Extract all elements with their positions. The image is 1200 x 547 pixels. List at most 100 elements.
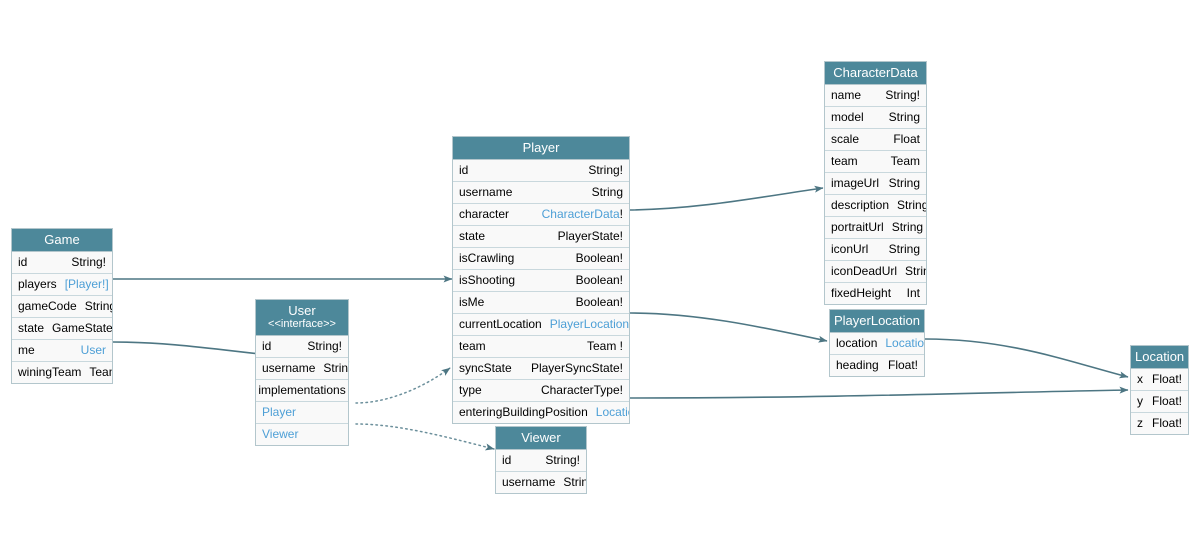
field-name: me [18, 343, 35, 357]
field-type: PlayerState! [557, 229, 623, 243]
field-type: Boolean! [575, 295, 623, 309]
entity-user[interactable]: User <<interface>> id String! username S… [255, 299, 349, 446]
entity-characterdata-title: CharacterData [825, 62, 926, 85]
entity-user-stereotype: <<interface>> [268, 318, 336, 330]
field-type: String! [71, 255, 106, 269]
field-name: location [836, 336, 878, 350]
field-type-ref: CharacterData [541, 207, 620, 221]
entity-location[interactable]: Location x Float! y Float! z Float! [1130, 345, 1189, 435]
field-type: String [891, 220, 924, 234]
table-row[interactable]: enteringBuildingPosition Location [453, 402, 629, 423]
edge-user-implements-player [355, 367, 451, 404]
edge-playerlocation-location-to-location [924, 338, 1129, 379]
table-row[interactable]: currentLocation PlayerLocation! [453, 314, 629, 336]
field-name: state [18, 321, 45, 335]
field-type: Float! [1151, 372, 1182, 386]
table-row[interactable]: username String [453, 182, 629, 204]
table-row[interactable]: iconUrl String [825, 239, 926, 261]
field-type: String! [885, 88, 920, 102]
table-row[interactable]: players [Player!] [12, 274, 112, 296]
entity-viewer[interactable]: Viewer id String! username String [495, 426, 587, 494]
field-type: PlayerSyncState! [530, 361, 623, 375]
table-row[interactable]: id String! [12, 252, 112, 274]
table-row[interactable]: isCrawling Boolean! [453, 248, 629, 270]
field-type: Boolean! [575, 251, 623, 265]
table-row[interactable]: isShooting Boolean! [453, 270, 629, 292]
field-name: y [1137, 394, 1143, 408]
field-name: id [262, 339, 272, 353]
table-row[interactable]: isMe Boolean! [453, 292, 629, 314]
field-name: iconUrl [831, 242, 869, 256]
field-type: String [888, 110, 920, 124]
table-row[interactable]: description String [825, 195, 926, 217]
table-row[interactable]: id String! [453, 160, 629, 182]
table-row[interactable]: me User [12, 340, 112, 362]
table-row[interactable]: winingTeam Team [12, 362, 112, 383]
table-row[interactable]: fixedHeight Int [825, 283, 926, 304]
table-row[interactable]: model String [825, 107, 926, 129]
table-row[interactable]: team Team [825, 151, 926, 173]
field-name: username [459, 185, 513, 199]
table-row[interactable]: id String! [256, 336, 348, 358]
implementation-player[interactable]: Player [256, 402, 348, 424]
table-row[interactable]: username String [256, 358, 348, 380]
edge-user-implements-viewer [355, 423, 495, 451]
implementation-viewer[interactable]: Viewer [256, 424, 348, 445]
table-row[interactable]: state GameState! [12, 318, 112, 340]
field-name: isShooting [459, 273, 516, 287]
table-row[interactable]: heading Float! [830, 355, 924, 376]
table-row[interactable]: character CharacterData! [453, 204, 629, 226]
field-type: CharacterType! [540, 383, 623, 397]
table-row[interactable]: imageUrl String [825, 173, 926, 195]
table-row[interactable]: id String! [496, 450, 586, 472]
table-row[interactable]: type CharacterType! [453, 380, 629, 402]
field-type: String [591, 185, 623, 199]
table-row[interactable]: portraitUrl String [825, 217, 926, 239]
field-type: String [888, 242, 920, 256]
field-name: character [459, 207, 510, 221]
table-row[interactable]: gameCode String! [12, 296, 112, 318]
field-type: PlayerLocation! [542, 317, 629, 331]
field-name: team [459, 339, 486, 353]
field-type: Team [89, 365, 112, 379]
field-type: User [80, 343, 106, 357]
field-name: name [831, 88, 862, 102]
field-type: String! [588, 163, 623, 177]
entity-player[interactable]: Player id String! username String charac… [452, 136, 630, 424]
field-name: players [18, 277, 57, 291]
field-name: model [831, 110, 864, 124]
field-type: Location [595, 405, 629, 419]
field-name: id [502, 453, 512, 467]
table-row[interactable]: z Float! [1131, 413, 1188, 434]
entity-playerlocation[interactable]: PlayerLocation location Location! headin… [829, 309, 925, 377]
table-row[interactable]: location Location! [830, 333, 924, 355]
table-row[interactable]: scale Float [825, 129, 926, 151]
field-type: String! [84, 299, 112, 313]
field-name: x [1137, 372, 1143, 386]
field-type: Float! [887, 358, 918, 372]
table-row[interactable]: username String [496, 472, 586, 493]
field-name: heading [836, 358, 879, 372]
table-row[interactable]: state PlayerState! [453, 226, 629, 248]
entity-game[interactable]: Game id String! players [Player!] gameCo… [11, 228, 113, 384]
table-row[interactable]: y Float! [1131, 391, 1188, 413]
field-name: isMe [459, 295, 485, 309]
field-name: isCrawling [459, 251, 515, 265]
table-row[interactable]: team Team ! [453, 336, 629, 358]
table-row[interactable]: syncState PlayerSyncState! [453, 358, 629, 380]
edge-player-character-to-characterdata [629, 185, 824, 211]
field-type: Team [890, 154, 920, 168]
field-type-ref: PlayerLocation [549, 317, 629, 331]
field-name: type [459, 383, 482, 397]
field-type: String [323, 361, 348, 375]
entity-user-name: User [288, 303, 316, 318]
table-row[interactable]: x Float! [1131, 369, 1188, 391]
table-row[interactable]: name String! [825, 85, 926, 107]
entity-characterdata[interactable]: CharacterData name String! model String … [824, 61, 927, 305]
field-name: z [1137, 416, 1143, 430]
entity-playerlocation-title: PlayerLocation [830, 310, 924, 333]
field-type: String! [545, 453, 580, 467]
table-row[interactable]: iconDeadUrl String [825, 261, 926, 283]
field-name: username [502, 475, 556, 489]
